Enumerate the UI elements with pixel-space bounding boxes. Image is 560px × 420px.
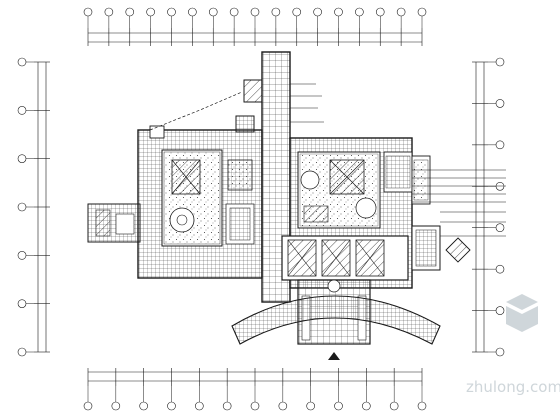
right-axis-bubbles <box>488 57 505 357</box>
left-axis-bubbles <box>17 57 34 357</box>
axis-bubble <box>83 401 93 411</box>
axis-bubble <box>17 251 27 260</box>
top-axis-bubbles <box>83 7 427 28</box>
axis-bubble <box>188 7 197 17</box>
axis-bubble <box>334 401 343 411</box>
axis-bubble <box>375 7 385 17</box>
bottom-axis-bubbles <box>83 386 427 411</box>
axis-bubble <box>292 7 302 17</box>
axis-bubble <box>104 7 114 17</box>
axis-bubble <box>495 99 505 108</box>
watermark: zhulong.com <box>466 294 560 396</box>
left-service-block <box>227 159 253 191</box>
right-diamond-pavilion <box>445 237 471 263</box>
right-round-table <box>300 170 320 190</box>
bottom-dimension-chain <box>87 368 423 386</box>
axis-bubble <box>17 106 27 115</box>
axis-bubble <box>83 7 93 17</box>
axis-bubble <box>396 7 406 17</box>
building-plan <box>87 51 506 360</box>
axis-bubble <box>139 401 148 411</box>
entry-arrow-icon <box>328 352 340 360</box>
left-round-table <box>169 207 195 233</box>
axis-bubble <box>250 7 260 17</box>
axis-bubble <box>222 401 232 411</box>
axis-bubble <box>495 347 505 357</box>
axis-bubble <box>17 202 27 212</box>
axis-bubble <box>229 7 239 17</box>
axis-bubble <box>495 223 505 233</box>
axis-bubble <box>355 7 364 17</box>
left-dimension-chain <box>34 61 50 353</box>
axis-bubble <box>17 154 27 163</box>
watermark-text: zhulong.com <box>466 378 560 396</box>
axis-bubble <box>17 299 27 308</box>
axis-bubble <box>271 7 281 17</box>
axis-bubble <box>208 7 218 17</box>
annotation-leaders <box>290 83 506 237</box>
axis-bubble <box>111 401 121 411</box>
axis-bubble <box>362 401 371 411</box>
axis-bubble <box>167 401 176 411</box>
roof-dashed-outline <box>149 91 243 131</box>
axis-bubble <box>250 401 260 411</box>
axis-bubble <box>495 264 505 274</box>
axis-bubble <box>146 7 155 17</box>
axis-bubble <box>125 7 135 17</box>
axis-bubble <box>417 401 427 411</box>
zhulong-logo-icon <box>506 294 538 332</box>
axis-bubble <box>495 181 505 191</box>
axis-bubble <box>195 401 204 411</box>
axis-bubble <box>495 57 505 67</box>
axis-bubble <box>278 401 288 411</box>
curved-plaza <box>231 295 441 345</box>
axis-bubble <box>313 7 322 17</box>
left-entry-pod <box>149 125 165 139</box>
central-bays <box>281 235 409 281</box>
right-dimension-chain <box>472 61 488 353</box>
axis-bubble <box>334 7 343 17</box>
axis-bubble <box>495 140 505 150</box>
left-small-tower <box>235 115 255 133</box>
axis-bubble <box>17 347 27 357</box>
axis-bubble <box>167 7 176 17</box>
axis-bubble <box>417 7 427 17</box>
axis-bubble <box>389 401 399 411</box>
axis-bubble <box>495 306 505 315</box>
axis-bubble <box>17 57 27 67</box>
axis-bubble <box>306 401 315 411</box>
upper-stair <box>243 79 263 103</box>
top-dimension-chain <box>87 28 423 46</box>
